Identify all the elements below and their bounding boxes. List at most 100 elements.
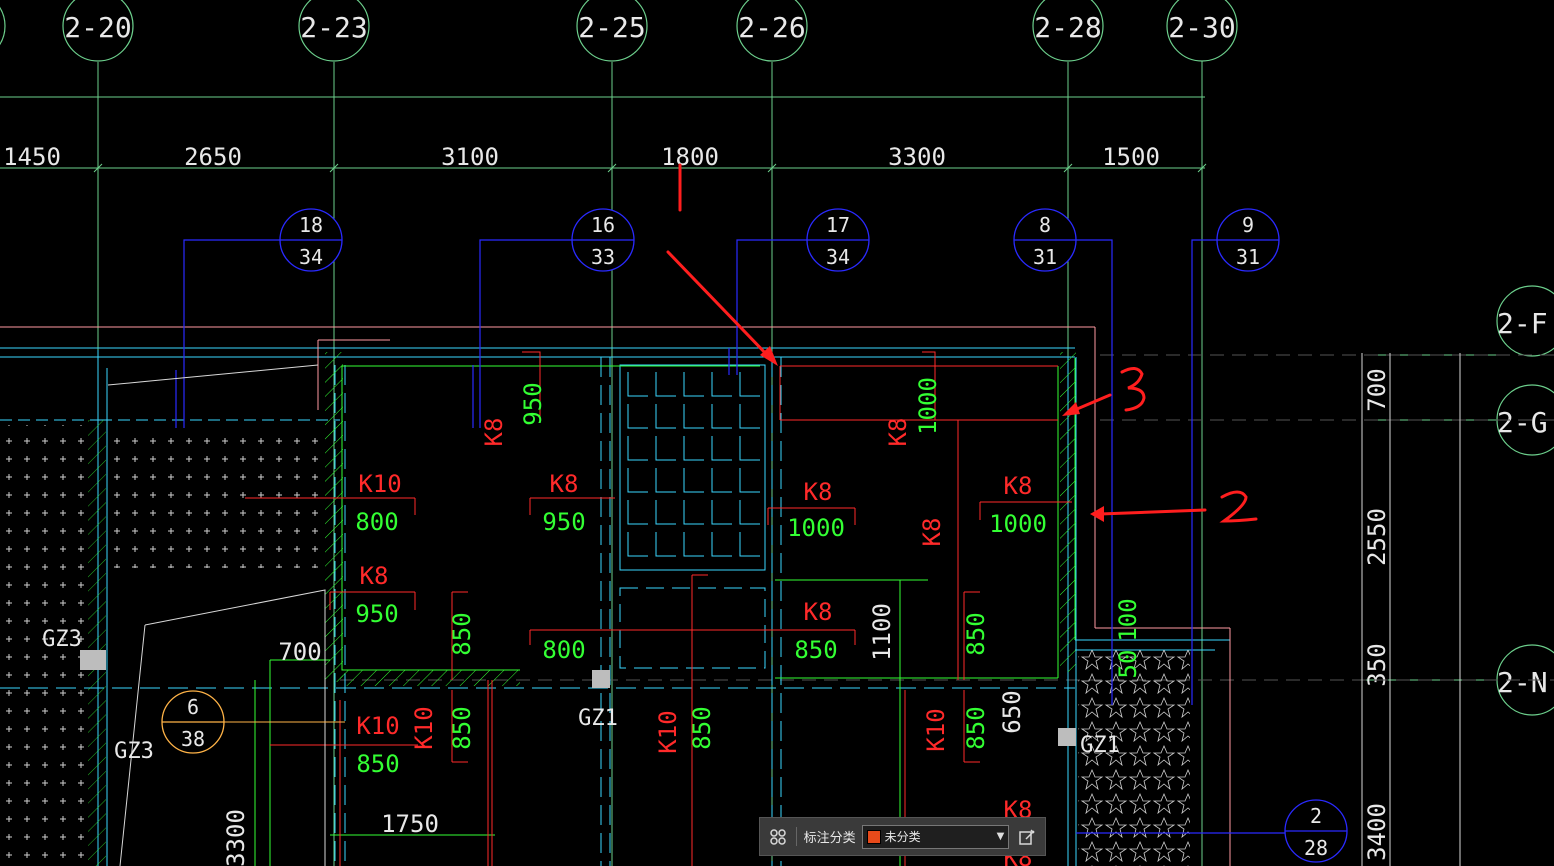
slab-dimension: 950 [355,600,398,628]
slab-dimension: 850 [962,612,990,655]
slab-dimension: 1000 [914,377,942,435]
axis-bubble-2-23 [298,0,370,62]
axis-bubble-2-25 [576,0,648,62]
rebar-label: K8 [918,518,946,547]
slab-dimension: 850 [962,706,990,749]
section-bubble-top: 18 [299,213,323,237]
star-hatched-slab [1078,650,1190,866]
slab-dimension: 800 [542,636,585,664]
shaft-outline [619,364,766,571]
shaft-cell [655,372,676,397]
edit-icon[interactable] [1015,825,1039,849]
annotation-arrow-1 [666,250,772,360]
top-dimension: 1800 [661,143,719,171]
shaft-cell [627,436,648,461]
right-dimension: 2550 [1363,508,1391,566]
slab-dimension: 1000 [787,514,845,542]
chevron-down-icon[interactable]: ▼ [996,831,1005,842]
rebar-label: K10 [654,710,682,753]
shaft-cell [711,500,732,525]
slab-dimension: 50 [1114,650,1142,679]
column-label: GZ1 [1080,733,1120,758]
section-bubble-bottom: 31 [1236,245,1260,269]
rebar-label: K8 [884,418,912,447]
shaft-cell [655,532,676,557]
rebar-label: K8 [480,418,508,447]
slab-dimension: 1100 [868,603,896,661]
shaft-cell [739,468,760,493]
column-label: GZ3 [114,739,154,764]
shaft-cell [683,372,704,397]
shaft-cell [711,404,732,429]
shaft-cell [627,468,648,493]
rebar-lines [245,351,1072,866]
annotation-category-select[interactable]: 未分类 ▼ [861,824,1010,849]
section-bubble-top: 17 [826,213,850,237]
section-bubble-bottom: 38 [181,727,205,751]
column-label: GZ1 [578,706,618,731]
shaft-cell [655,468,676,493]
section-bubble-bottom: 34 [826,245,850,269]
shaft-cell [739,404,760,429]
axis-bubble-2-30 [1166,0,1238,62]
rebar-label: K10 [922,708,950,751]
slab-dimension: 100 [1114,598,1142,641]
misc-lines [107,353,1461,866]
slab-dimension: 950 [542,508,585,536]
slab-dimension: 650 [998,690,1026,733]
right-dimension: 3400 [1363,803,1391,861]
shaft-cell [655,404,676,429]
rebar-label: K10 [356,712,399,740]
section-bubble-top: 9 [1242,213,1254,237]
section-bubble-bottom: 28 [1304,836,1328,860]
right-dimension: 700 [1363,368,1391,411]
section-bubble-bottom: 34 [299,245,323,269]
section-bubble-bottom: 33 [591,245,615,269]
rebar-label: K8 [804,598,833,626]
slab-dimension: 1000 [989,510,1047,538]
shaft-cell [739,532,760,557]
shaft-cell [655,500,676,525]
shaft-cell [711,532,732,557]
rebar-label: K8 [804,478,833,506]
dim-tick [93,163,103,173]
annotation-number-3 [1120,367,1146,412]
top-dimension: 1500 [1102,143,1160,171]
slab-dimension: 3300 [222,809,250,866]
shaft-cell [627,372,648,397]
axis-label: 2-28 [1034,11,1101,44]
right-axis-bubble-2-F [1496,285,1554,357]
slab-dimension: 850 [448,612,476,655]
shaft-cell [627,404,648,429]
slab-dimension: 850 [794,636,837,664]
shaft-cell [711,468,732,493]
rebar-label: K10 [410,706,438,749]
slab-dimension: 700 [278,638,321,666]
axis-label: 2-20 [64,11,131,44]
dim-tick [767,163,777,173]
shaft-cell [627,532,648,557]
shaft-cell [683,404,704,429]
dim-tick [607,163,617,173]
slab-dimension: 950 [519,382,547,425]
section-bubble-bottom: 31 [1033,245,1057,269]
section-bubble-top: 8 [1039,213,1051,237]
axis-label: 2-30 [1168,11,1235,44]
category-select-value: 未分类 [884,830,921,844]
shaft-grid [619,364,766,669]
slab-dimension: 1750 [381,810,439,838]
grid-apps-icon[interactable] [766,825,790,849]
category-color-swatch [866,829,881,844]
top-dimension: 3100 [441,143,499,171]
column-block-gz1 [592,670,610,688]
rebar-label: K8 [550,470,579,498]
shaft-cell [683,468,704,493]
section-leader-lines [175,239,1287,834]
shaft-cell [683,436,704,461]
slab-dimension: 850 [356,750,399,778]
shaft-cell [711,436,732,461]
